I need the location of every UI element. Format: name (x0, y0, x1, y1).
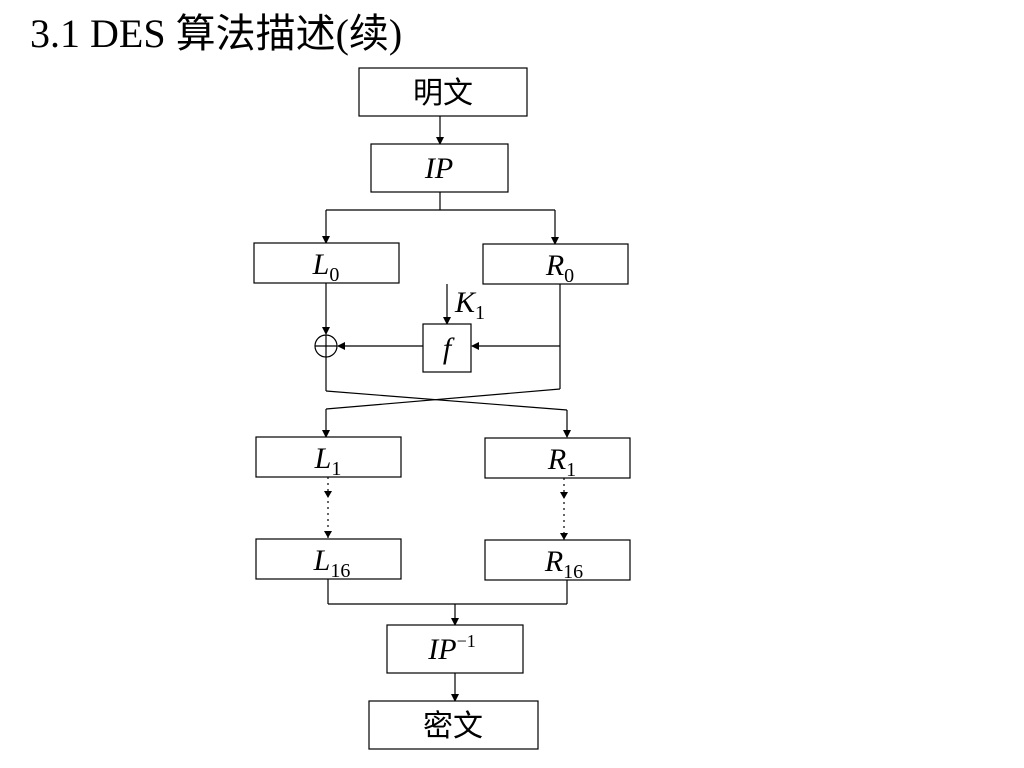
ciphertext-node: 密文 (368, 700, 539, 750)
ip-inverse-label: IP−1 (427, 631, 475, 666)
r1-label: R1 (547, 443, 576, 481)
arrowhead-r-upper (560, 492, 568, 499)
arrowhead-r-lower (560, 533, 568, 540)
split-connector (322, 192, 559, 245)
l1-label: L1 (314, 442, 342, 480)
r16-label: R16 (544, 545, 583, 583)
l0-label: L0 (312, 248, 340, 286)
merge-connector (327, 579, 568, 626)
slide-title: 3.1 DES 算法描述(续) (30, 11, 403, 56)
r1-node: R1 (484, 437, 631, 481)
r0-node: R0 (482, 243, 629, 287)
ciphertext-label: 密文 (423, 709, 483, 744)
plaintext-node: 明文 (358, 67, 528, 117)
l16-node: L16 (255, 538, 402, 582)
ip-node: IP (370, 143, 509, 193)
crossover-connector (322, 388, 571, 438)
f-node: f (422, 323, 472, 373)
l1-node: L1 (255, 436, 402, 480)
l16-label: L16 (313, 544, 351, 582)
r16-node: R16 (484, 539, 631, 583)
ip-label: IP (424, 152, 453, 185)
xor-icon (314, 334, 338, 358)
plaintext-label: 明文 (413, 76, 473, 111)
r0-to-f-connector (471, 284, 561, 389)
arrowhead-l-lower (324, 531, 332, 538)
r0-label: R0 (545, 249, 574, 287)
l0-node: L0 (253, 242, 400, 286)
arrowhead-l-upper (324, 491, 332, 498)
ip-inverse-node: IP−1 (386, 624, 524, 674)
k1-label: K1 (454, 286, 485, 324)
